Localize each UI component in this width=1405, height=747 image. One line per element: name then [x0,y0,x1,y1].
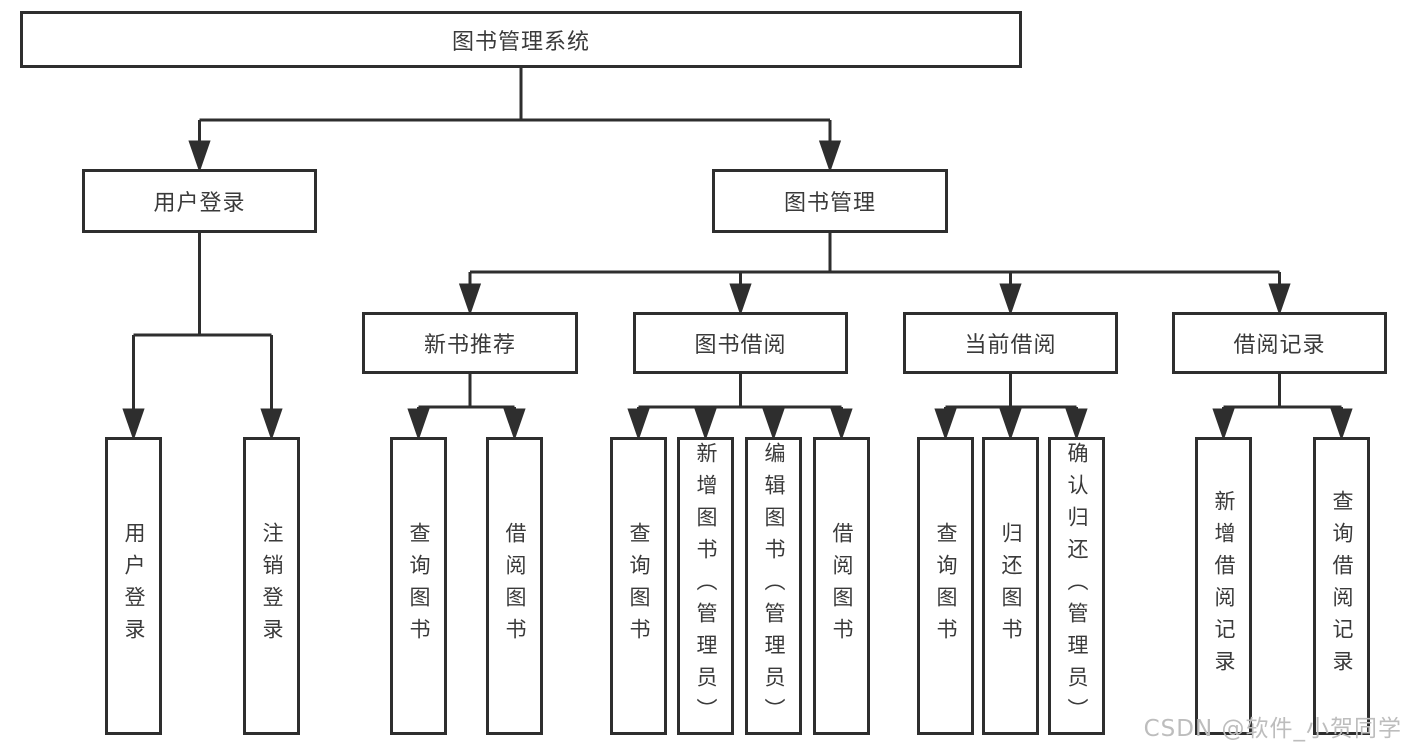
leaf-query-books-borrowing: 查询图书 [610,437,667,735]
watermark: CSDN @软件_小贺同学 [1143,716,1402,742]
node-book-borrowing: 图书借阅 [633,312,848,374]
node-current-borrowing: 当前借阅 [903,312,1118,374]
node-new-book-recommend: 新书推荐 [362,312,578,374]
leaf-query-borrow-record: 查询借阅记录 [1313,437,1370,735]
leaf-add-borrow-record: 新增借阅记录 [1195,437,1252,735]
leaf-logout: 注销登录 [243,437,300,735]
node-borrowing-records: 借阅记录 [1172,312,1387,374]
leaf-edit-books-admin: 编辑图书（管理员） [745,437,802,735]
node-root: 图书管理系统 [20,11,1022,68]
leaf-borrow-books-recommend: 借阅图书 [486,437,543,735]
leaf-add-books-admin: 新增图书（管理员） [677,437,734,735]
leaf-borrow-books-borrowing: 借阅图书 [813,437,870,735]
node-user-login: 用户登录 [82,169,317,233]
leaf-confirm-return-admin: 确认归还（管理员） [1048,437,1105,735]
node-book-management: 图书管理 [712,169,948,233]
leaf-query-books-recommend: 查询图书 [390,437,447,735]
leaf-return-books: 归还图书 [982,437,1039,735]
leaf-query-books-current: 查询图书 [917,437,974,735]
leaf-user-login: 用户登录 [105,437,162,735]
